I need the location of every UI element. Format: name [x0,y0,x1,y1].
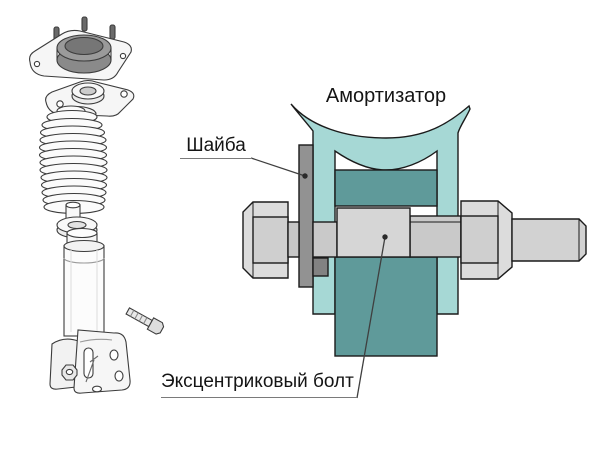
washer-foot-shape [312,257,329,277]
shock-body-drawing [63,227,105,337]
washer-anchor-dot [302,173,308,179]
nut-shape [460,200,513,280]
lower-bushing-shape [334,256,438,357]
eccentric-bolt-anchor-dot [382,234,388,240]
eccentric-bolt-leader-line [356,236,386,399]
shock-absorber-label: Амортизатор [325,85,447,107]
boot-bellows-drawing [38,105,108,215]
eccentric-cam-shape [336,207,411,258]
threaded-end-shape [511,218,587,262]
upper-bushing-shape [334,169,438,207]
washer-plate-shape [298,144,314,288]
bolt-head-shape [242,201,289,279]
eccentric-bolt-label: Эксцентриковый болт [161,371,357,398]
strut-mount-drawing [29,16,132,81]
bolt-shaft-left-shape [312,221,338,258]
loose-nut-drawing [61,364,78,381]
bracket-drawing [49,329,131,394]
bolt-neck-shape [287,221,300,258]
leader-lines [250,157,388,399]
washer-leader-line [250,157,306,177]
cross-section-diagram [242,103,587,357]
loose-bolt-drawing [125,307,165,335]
strut-assembly-illustration [29,16,165,394]
washer-label: Шайба [180,136,252,159]
